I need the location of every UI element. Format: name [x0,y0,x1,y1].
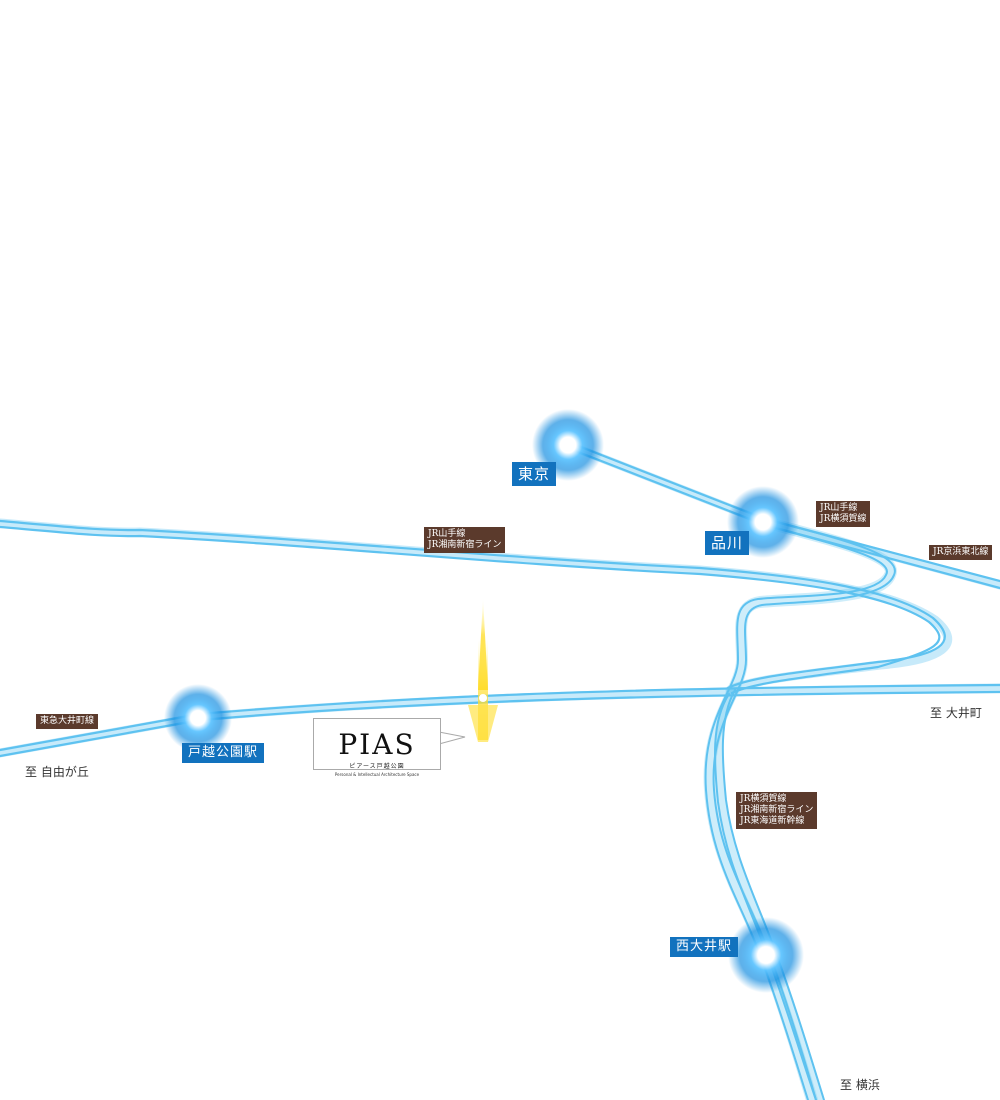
station-marker-nishi-oi[interactable] [728,917,804,993]
property-location-marker[interactable] [468,598,498,742]
station-label-tokyo[interactable]: 東京 [512,462,557,486]
property-tagline: Personal & Intellectual Architecture Spa… [334,772,420,777]
line-label-yamanote-yokosuka: JR山手線 JR横須賀線 [816,501,871,527]
direction-oimachi: 至 大井町 [930,706,982,720]
line-label-keihin-tohoku: JR京浜東北線 [929,545,993,560]
rail-tokyu-oimachi [0,683,1000,758]
line-label-tokyu-oimachi: 東急大井町線 [36,714,99,729]
line-label-yokosuka-shonan-tokaido: JR横須賀線 JR湘南新宿ライン JR東海道新幹線 [736,792,818,829]
rail-jr-yamanote-shonan [0,518,952,695]
property-name-kana: ピアース戸越公園 [349,763,405,770]
station-marker-togoshi-koen[interactable] [164,684,232,752]
direction-jiyugaoka: 至 自由が丘 [25,765,89,779]
station-label-shinagawa[interactable]: 品川 [705,531,750,555]
rail-tokaido-shinkansen [713,687,825,1100]
callout-pointer [438,731,466,745]
line-label-yamanote-shonan: JR山手線 JR湘南新宿ライン [424,527,506,553]
property-callout[interactable]: PIAS ピアース戸越公園 Personal & Intellectual Ar… [313,718,441,777]
station-label-togoshi-koen[interactable]: 戸越公園駅 [182,743,265,763]
station-label-nishi-oi[interactable]: 西大井駅 [670,937,739,957]
property-logo: PIAS [338,728,416,761]
direction-yokohama: 至 横浜 [840,1078,880,1092]
